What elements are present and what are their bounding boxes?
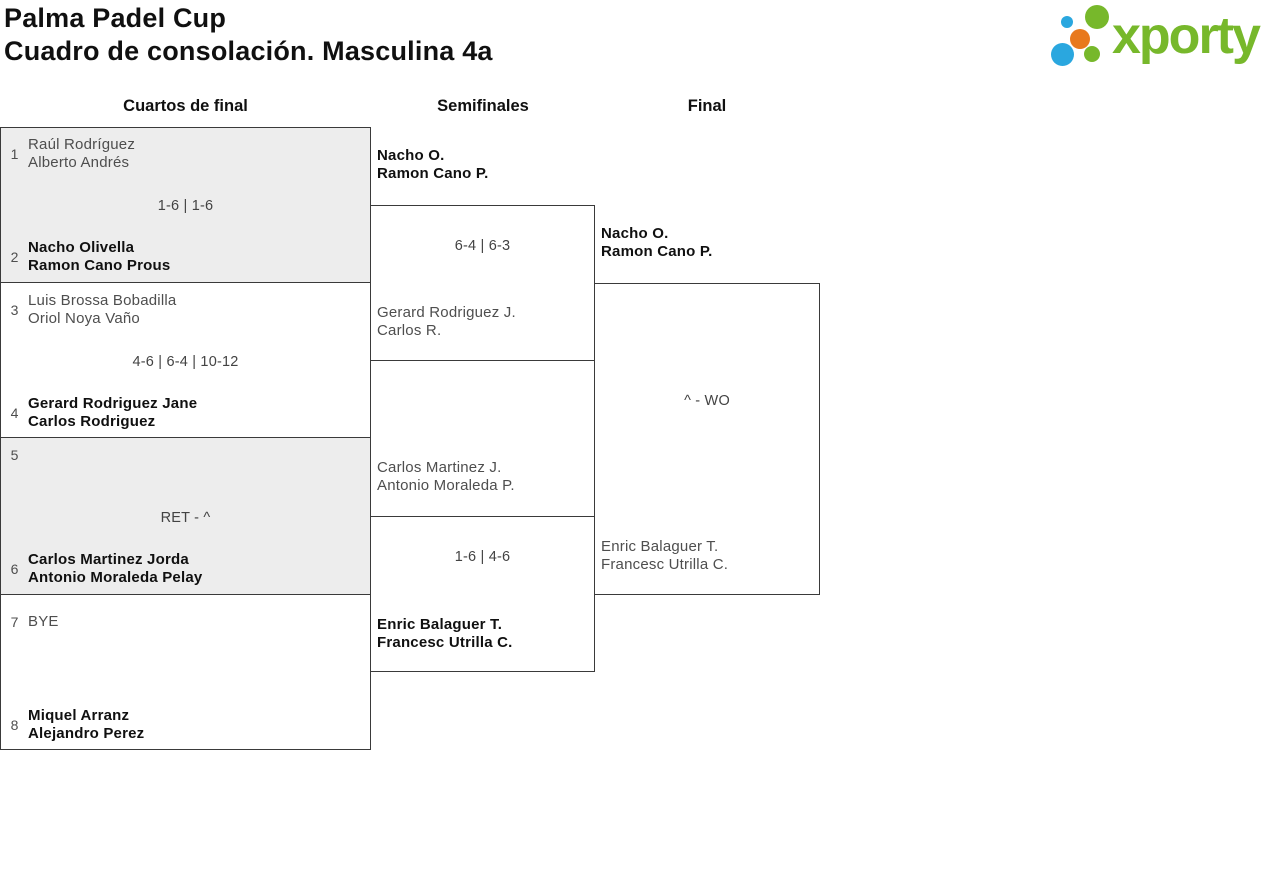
qf2-bottom-seed: 4 bbox=[10, 405, 19, 421]
team-name: Ramon Cano Prous bbox=[28, 257, 171, 274]
match-box-qf1 bbox=[0, 127, 371, 283]
team-name: Oriol Noya Vaño bbox=[28, 310, 140, 327]
xporty-wordmark: xporty bbox=[1112, 7, 1261, 65]
logo-dot-blue-large-icon bbox=[1051, 43, 1074, 66]
team-name: Francesc Utrilla C. bbox=[377, 634, 513, 651]
bracket-subtitle: Cuadro de consolación. Masculina 4a bbox=[4, 36, 493, 66]
qf4-top-team-row: 7 BYE bbox=[8, 613, 59, 631]
qf1-bottom-team: Nacho Olivella Ramon Cano Prous bbox=[28, 239, 170, 275]
round-header-semifinals: Semifinales bbox=[437, 97, 529, 115]
qf4-bottom-seed: 8 bbox=[10, 717, 19, 733]
qf1-top-seed: 1 bbox=[10, 146, 19, 162]
qf1-bottom-team-row: 2 Nacho Olivella Ramon Cano Prous bbox=[8, 239, 171, 275]
qf3-bottom-team: Carlos Martinez Jorda Antonio Moraleda P… bbox=[28, 551, 202, 587]
team-name: Alberto Andrés bbox=[28, 154, 130, 171]
qf1-bottom-seed: 2 bbox=[10, 249, 19, 265]
team-name: Enric Balaguer T. bbox=[377, 616, 503, 633]
qf1-top-team: Raúl Rodríguez Alberto Andrés bbox=[28, 136, 135, 172]
sf2-top-team: Carlos Martinez J. Antonio Moraleda P. bbox=[377, 459, 515, 495]
team-name: Nacho Olivella bbox=[28, 239, 135, 256]
round-header-quarterfinals: Cuartos de final bbox=[123, 97, 248, 115]
round-header-final: Final bbox=[687, 97, 727, 115]
match-box-qf4 bbox=[0, 594, 371, 750]
qf3-bottom-seed: 6 bbox=[10, 561, 19, 577]
sf1-top-team: Nacho O. Ramon Cano P. bbox=[377, 147, 489, 183]
team-name: Carlos Rodriguez bbox=[28, 413, 156, 430]
logo-dot-orange-icon bbox=[1070, 29, 1090, 49]
logo-dot-green-small-icon bbox=[1084, 46, 1100, 62]
final-bottom-team: Enric Balaguer T. Francesc Utrilla C. bbox=[601, 538, 728, 574]
team-name: Antonio Moraleda Pelay bbox=[28, 569, 203, 586]
qf2-top-team: Luis Brossa Bobadilla Oriol Noya Vaño bbox=[28, 292, 176, 328]
logo-dot-blue-small-icon bbox=[1061, 16, 1073, 28]
team-name: Miquel Arranz bbox=[28, 707, 130, 724]
final-top-team: Nacho O. Ramon Cano P. bbox=[601, 225, 713, 261]
qf3-score: RET - ^ bbox=[160, 510, 211, 526]
qf4-bottom-team-row: 8 Miquel Arranz Alejandro Perez bbox=[8, 707, 145, 743]
sf2-score: 1-6 | 4-6 bbox=[454, 549, 511, 565]
team-name: Carlos Martinez J. bbox=[377, 459, 502, 476]
team-name: Luis Brossa Bobadilla bbox=[28, 292, 177, 309]
sf1-score: 6-4 | 6-3 bbox=[454, 238, 511, 254]
team-name: BYE bbox=[28, 613, 59, 630]
qf1-top-team-row: 1 Raúl Rodríguez Alberto Andrés bbox=[8, 136, 135, 172]
qf1-score: 1-6 | 1-6 bbox=[157, 198, 214, 214]
qf2-top-team-row: 3 Luis Brossa Bobadilla Oriol Noya Vaño bbox=[8, 292, 177, 328]
team-name: Carlos Martinez Jorda bbox=[28, 551, 189, 568]
team-name: Ramon Cano P. bbox=[601, 243, 713, 260]
qf4-top-team: BYE bbox=[28, 613, 59, 631]
team-name: Francesc Utrilla C. bbox=[601, 556, 729, 573]
team-name: Ramon Cano P. bbox=[377, 165, 489, 182]
final-score: ^ - WO bbox=[684, 393, 730, 409]
xporty-logo[interactable]: xporty bbox=[1048, 0, 1280, 72]
tournament-name: Palma Padel Cup bbox=[4, 3, 227, 33]
team-name: Gerard Rodriguez Jane bbox=[28, 395, 198, 412]
sf2-bottom-team: Enric Balaguer T. Francesc Utrilla C. bbox=[377, 616, 513, 652]
team-name: Enric Balaguer T. bbox=[601, 538, 719, 555]
team-name: Carlos R. bbox=[377, 322, 442, 339]
qf2-top-seed: 3 bbox=[10, 302, 19, 318]
page-title: Palma Padel Cup Cuadro de consolación. M… bbox=[4, 2, 493, 68]
qf3-top-seed: 5 bbox=[10, 447, 19, 463]
qf2-bottom-team: Gerard Rodriguez Jane Carlos Rodriguez bbox=[28, 395, 197, 431]
team-name: Raúl Rodríguez bbox=[28, 136, 136, 153]
team-name: Antonio Moraleda P. bbox=[377, 477, 515, 494]
qf3-top-team-row: 5 bbox=[8, 447, 28, 463]
qf2-score: 4-6 | 6-4 | 10-12 bbox=[132, 354, 239, 370]
qf4-top-seed: 7 bbox=[10, 614, 19, 630]
team-name: Nacho O. bbox=[601, 225, 669, 242]
qf4-bottom-team: Miquel Arranz Alejandro Perez bbox=[28, 707, 144, 743]
match-box-final bbox=[594, 283, 820, 595]
team-name: Gerard Rodriguez J. bbox=[377, 304, 516, 321]
match-box-qf3 bbox=[0, 437, 371, 595]
logo-dot-green-large-icon bbox=[1085, 5, 1109, 29]
team-name: Nacho O. bbox=[377, 147, 445, 164]
sf1-bottom-team: Gerard Rodriguez J. Carlos R. bbox=[377, 304, 516, 340]
team-name: Alejandro Perez bbox=[28, 725, 145, 742]
qf3-bottom-team-row: 6 Carlos Martinez Jorda Antonio Moraleda… bbox=[8, 551, 203, 587]
qf2-bottom-team-row: 4 Gerard Rodriguez Jane Carlos Rodriguez bbox=[8, 395, 197, 431]
